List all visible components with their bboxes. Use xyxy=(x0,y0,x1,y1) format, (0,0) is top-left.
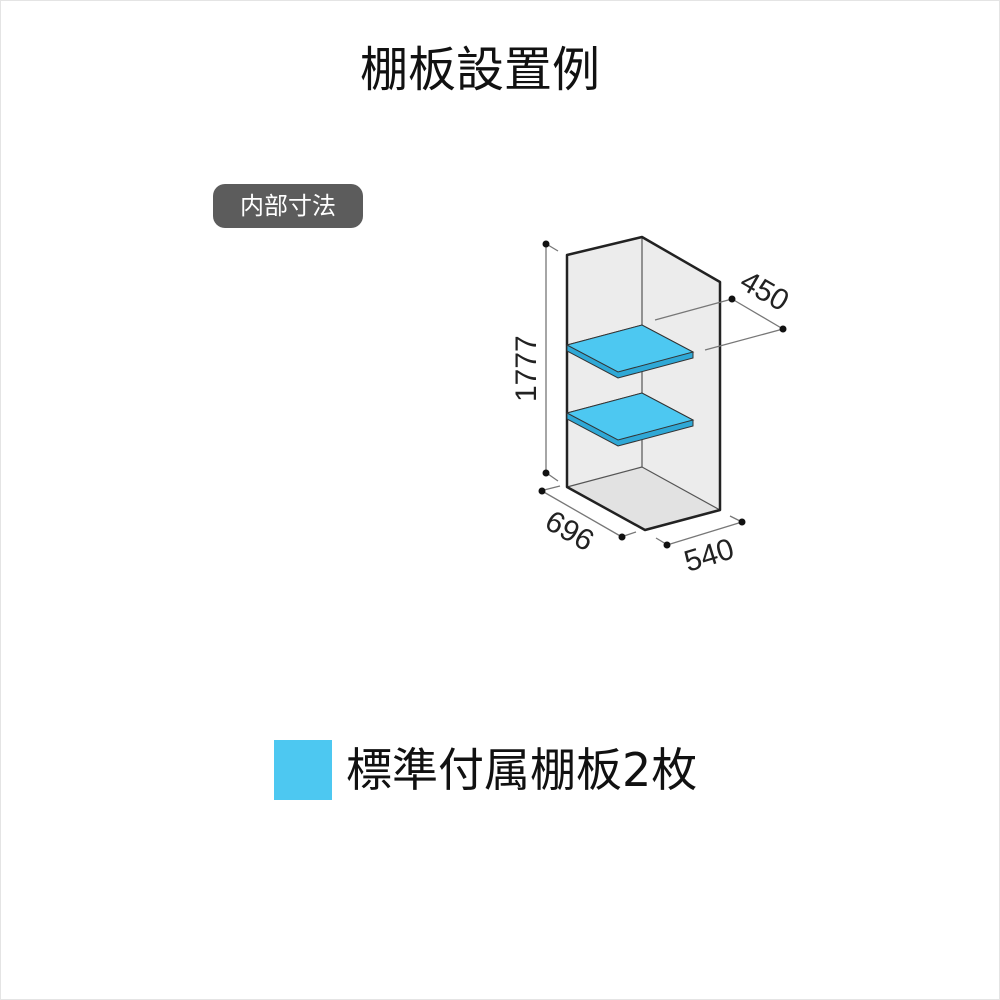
dimension-lines xyxy=(538,240,787,549)
width-dimension-label: 540 xyxy=(680,532,738,578)
page-title: 棚板設置例 xyxy=(359,42,600,98)
cabinet-body xyxy=(565,235,722,532)
internal-dimensions-badge: 内部寸法 xyxy=(213,184,363,228)
height-dimension-label: 1777 xyxy=(510,335,543,402)
legend: 標準付属棚板2枚 xyxy=(274,740,697,800)
shelf-lower xyxy=(565,392,695,447)
depth-dimension-label: 696 xyxy=(540,504,600,558)
legend-swatch xyxy=(274,740,332,800)
legend-label: 標準付属棚板2枚 xyxy=(346,743,698,797)
shelf-spacing-dimension-label: 450 xyxy=(735,264,795,318)
shelf-upper xyxy=(565,324,695,379)
